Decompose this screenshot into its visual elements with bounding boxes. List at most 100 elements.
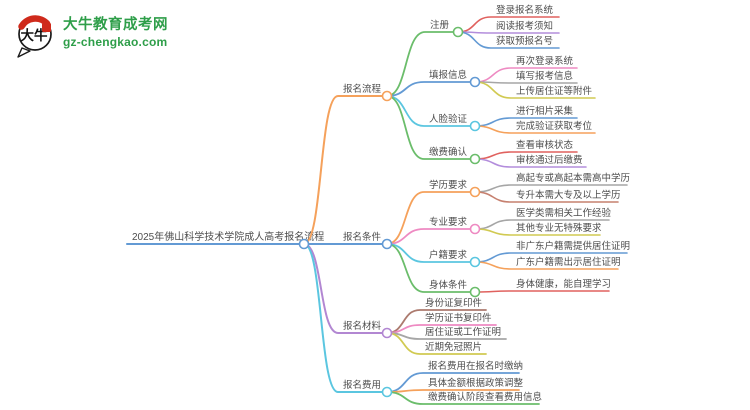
mindmap-node-highschool-level-req[interactable]: 高起专或高起本需高中学历	[474, 172, 630, 193]
label-verify-get-seat[interactable]: 完成验证获取考位	[516, 120, 593, 132]
label-payment-confirm[interactable]: 缴费确认	[429, 146, 468, 158]
logo-icon-text: 大牛	[21, 27, 48, 44]
mindmap-node-materials[interactable]: 报名材料	[303, 243, 383, 334]
label-other-majors-no-req[interactable]: 其他专业无特殊要求	[516, 222, 602, 234]
mindmap-node-pay-after-approval[interactable]: 审核通过后缴费	[474, 154, 587, 168]
label-materials[interactable]: 报名材料	[343, 320, 382, 332]
mindmap-node-face-verify[interactable]: 人脸验证	[386, 95, 471, 127]
edge-fill-exam-info	[474, 81, 578, 84]
mindmap-node-root-title[interactable]: 2025年佛山科学技术学院成人高考报名流程	[126, 230, 324, 245]
label-login-system[interactable]: 登录报名系统	[496, 4, 554, 16]
mindmap-node-fees[interactable]: 报名费用	[303, 243, 383, 393]
label-pay-at-registration[interactable]: 报名费用在报名时缴纳	[428, 360, 523, 372]
site-logo[interactable]: 大牛 大牛教育成考网 gz-chengkao.com	[14, 10, 168, 58]
edge-materials	[303, 243, 383, 334]
label-register[interactable]: 注册	[430, 19, 450, 31]
label-get-prereg-number[interactable]: 获取预报名号	[496, 35, 553, 47]
edge-healthy-self-study	[474, 290, 610, 293]
label-read-notice[interactable]: 阅读报考须知	[496, 20, 553, 32]
daniu-logo-icon: 大牛	[17, 15, 52, 58]
collapse-handle-payment-confirm[interactable]	[469, 153, 481, 165]
collapse-handle-major-req[interactable]	[469, 223, 481, 235]
label-root-title[interactable]: 2025年佛山科学技术学院成人高考报名流程	[132, 230, 324, 243]
label-check-review-status[interactable]: 查看审核状态	[516, 139, 574, 151]
mindmap-node-education-req[interactable]: 学历要求	[386, 179, 471, 245]
collapse-handle-fees[interactable]	[381, 386, 393, 398]
mindmap-node-fill-info[interactable]: 填报信息	[386, 69, 471, 97]
collapse-handle-conditions[interactable]	[381, 238, 393, 250]
mindmap-node-healthy-self-study[interactable]: 身体健康，能自理学习	[474, 278, 611, 293]
edge-pay-after-approval	[474, 158, 587, 168]
mindmap-node-register[interactable]: 注册	[386, 19, 454, 97]
mindmap-node-college-level-req[interactable]: 专升本需大专及以上学历	[474, 189, 621, 203]
label-conditions[interactable]: 报名条件	[343, 231, 382, 243]
label-photo-capture[interactable]: 进行相片采集	[516, 105, 574, 117]
label-upload-residence-docs[interactable]: 上传居住证等附件	[516, 85, 593, 97]
label-residence-or-work-proof[interactable]: 居住证或工作证明	[425, 326, 501, 338]
logo-red-cap	[18, 15, 51, 30]
label-fill-exam-info[interactable]: 填写报考信息	[516, 70, 573, 82]
mindmap-node-process[interactable]: 报名流程	[303, 83, 383, 245]
label-face-verify[interactable]: 人脸验证	[429, 113, 468, 125]
logo-red-seal	[42, 23, 51, 32]
label-medical-work-exp[interactable]: 医学类需相关工作经验	[516, 207, 612, 219]
mindmap-node-check-fee-info[interactable]: 缴费确认阶段查看费用信息	[386, 391, 542, 405]
edge-process	[303, 95, 383, 245]
collapse-handle-root-title[interactable]	[298, 238, 310, 250]
label-physical-req[interactable]: 身体条件	[429, 279, 468, 291]
label-process[interactable]: 报名流程	[343, 83, 382, 95]
collapse-handle-register[interactable]	[452, 26, 464, 38]
collapse-handle-fill-info[interactable]	[469, 76, 481, 88]
mindmap-node-guangdong-proof[interactable]: 广东户籍需出示居住证明	[474, 256, 621, 270]
label-residence-req[interactable]: 户籍要求	[429, 249, 468, 261]
edge-fill-info	[386, 81, 471, 97]
edge-upload-residence-docs	[474, 81, 596, 99]
collapse-handle-physical-req[interactable]	[469, 286, 481, 298]
label-guangdong-proof[interactable]: 广东户籍需出示居住证明	[516, 256, 621, 268]
logo-bubble-tail	[17, 47, 31, 58]
label-pay-after-approval[interactable]: 审核通过后缴费	[516, 154, 583, 166]
edge-fees	[303, 243, 383, 393]
label-healthy-self-study[interactable]: 身体健康，能自理学习	[516, 278, 611, 290]
label-highschool-level-req[interactable]: 高起专或高起本需高中学历	[516, 172, 630, 184]
label-college-level-req[interactable]: 专升本需大专及以上学历	[516, 189, 621, 201]
label-amount-per-policy[interactable]: 具体金额根据政策调整	[428, 377, 524, 389]
edge-payment-confirm	[386, 95, 471, 160]
edge-education-req	[386, 191, 471, 245]
edge-physical-req	[386, 243, 471, 293]
collapse-handle-residence-req[interactable]	[469, 256, 481, 268]
label-major-req[interactable]: 专业要求	[429, 216, 468, 228]
edge-college-level-req	[474, 191, 619, 203]
label-relogin-system[interactable]: 再次登录系统	[516, 55, 574, 67]
logo-title: 大牛教育成考网	[63, 17, 168, 34]
edge-face-verify	[386, 95, 471, 127]
label-diploma-copy[interactable]: 学历证书复印件	[425, 312, 492, 324]
label-fees[interactable]: 报名费用	[343, 379, 381, 391]
mindmap-node-physical-req[interactable]: 身体条件	[386, 243, 471, 293]
collapse-handle-process[interactable]	[381, 90, 393, 102]
logo-subtitle: gz-chengkao.com	[63, 35, 168, 50]
label-id-card-copy[interactable]: 身份证复印件	[425, 297, 483, 309]
edge-other-majors-no-req	[474, 228, 601, 236]
edge-major-req	[386, 228, 471, 245]
mindmap-node-other-majors-no-req[interactable]: 其他专业无特殊要求	[474, 222, 602, 236]
collapse-handle-education-req[interactable]	[469, 186, 481, 198]
mindmap-node-major-req[interactable]: 专业要求	[386, 216, 471, 245]
mindmap-node-payment-confirm[interactable]: 缴费确认	[386, 95, 471, 160]
label-fill-info[interactable]: 填报信息	[429, 69, 467, 81]
edge-read-notice	[457, 31, 560, 34]
label-non-guangdong-proof[interactable]: 非广东户籍需提供居住证明	[516, 240, 630, 252]
collapse-handle-face-verify[interactable]	[469, 120, 481, 132]
collapse-handle-materials[interactable]	[381, 327, 393, 339]
label-education-req[interactable]: 学历要求	[429, 179, 468, 191]
mindmap-node-verify-get-seat[interactable]: 完成验证获取考位	[474, 120, 596, 134]
mindmap-node-get-prereg-number[interactable]: 获取预报名号	[457, 31, 560, 49]
edge-verify-get-seat	[474, 125, 596, 134]
mindmap-node-upload-residence-docs[interactable]: 上传居住证等附件	[474, 81, 596, 99]
label-recent-photo[interactable]: 近期免冠照片	[425, 341, 482, 353]
edge-guangdong-proof	[474, 261, 619, 270]
label-check-fee-info[interactable]: 缴费确认阶段查看费用信息	[428, 391, 542, 403]
edge-check-fee-info	[386, 391, 540, 405]
